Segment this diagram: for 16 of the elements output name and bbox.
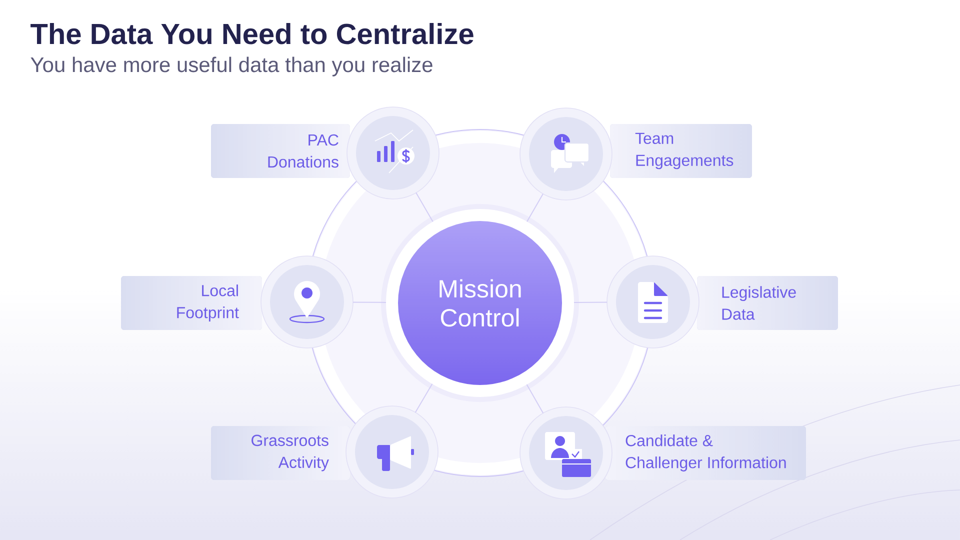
label-box: Team Engagements: [610, 124, 752, 178]
title: The Data You Need to Centralize: [30, 22, 474, 44]
connector-line: [526, 193, 544, 222]
label-box: PAC Donations: [211, 124, 350, 178]
icon-circle: [346, 106, 440, 200]
label-box: Legislative Data: [697, 276, 838, 330]
label-box: Local Footprint: [121, 276, 262, 330]
connector-line: [574, 302, 608, 303]
label-box: Candidate & Challenger Information: [605, 426, 806, 480]
icon-circle: [260, 256, 354, 348]
connector-line: [526, 384, 544, 414]
connector-line: [414, 383, 433, 413]
connector-line: [352, 302, 387, 303]
subtitle: You have more useful data than you realize: [30, 56, 432, 76]
label-box: Grassroots Activity: [211, 426, 350, 480]
connector-line: [416, 192, 434, 222]
